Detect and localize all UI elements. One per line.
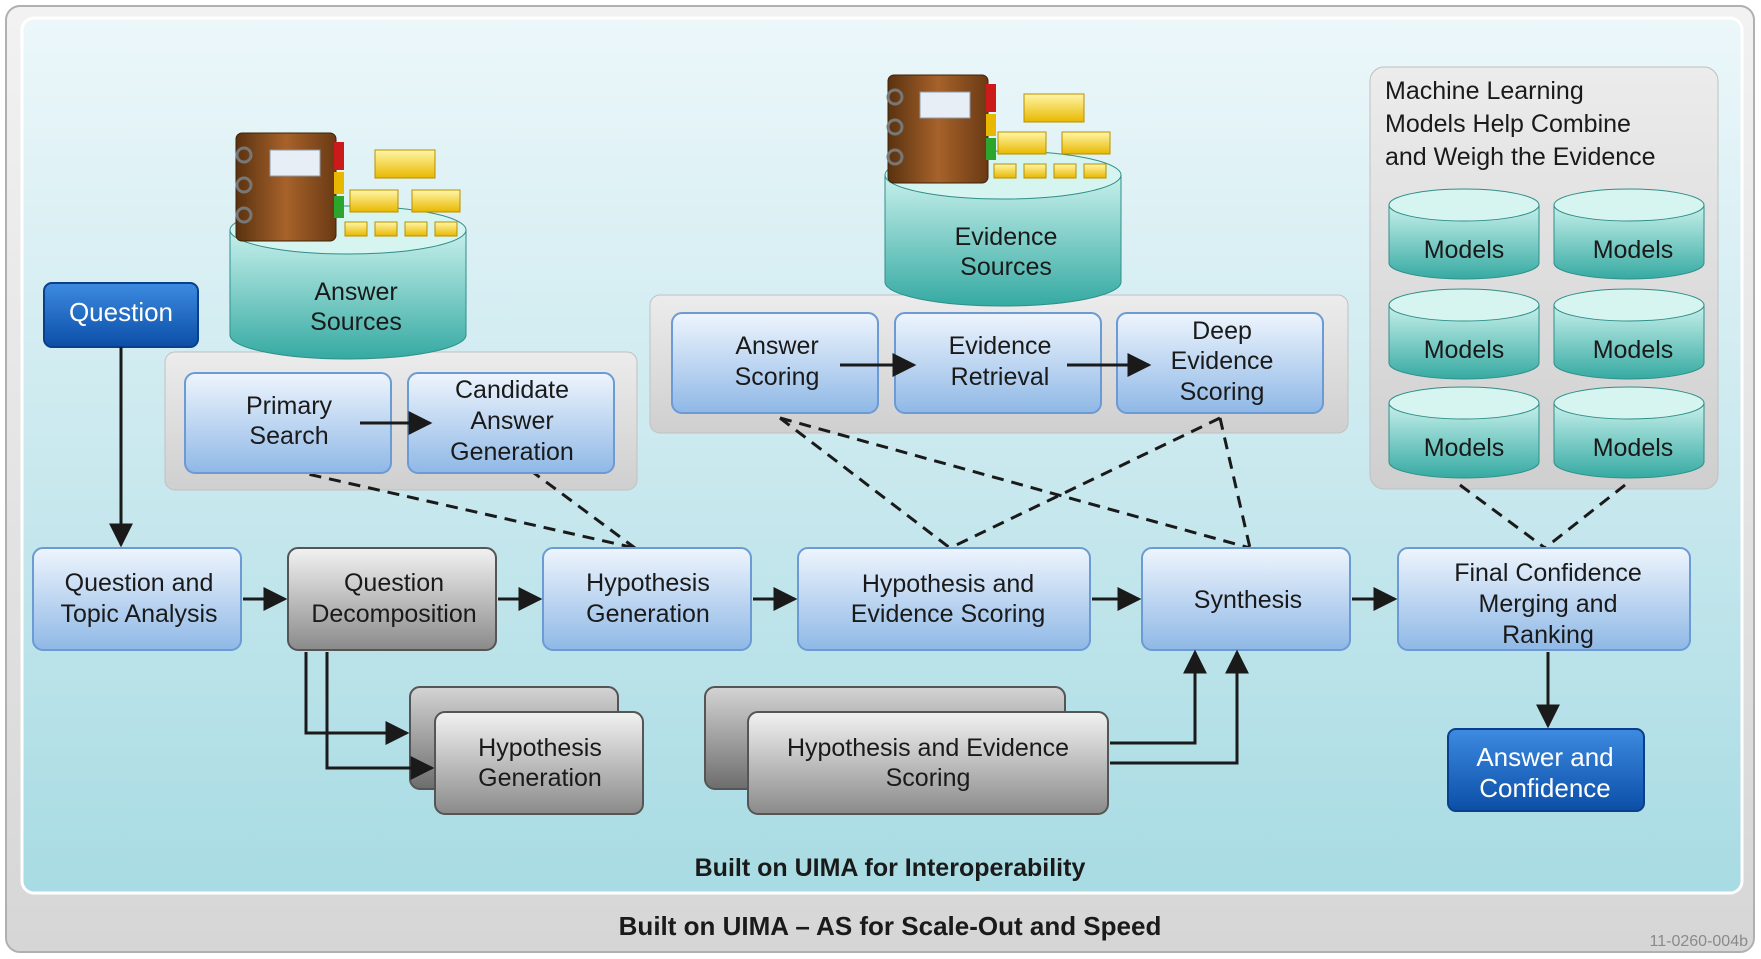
question-label: Question (69, 297, 173, 327)
evidence-retrieval-line-2: Retrieval (951, 363, 1050, 391)
question-topic-analysis-box: Question and Topic Analysis (32, 547, 242, 651)
hypothesis-generation-stack: Hypothesis Generation (409, 686, 644, 815)
answer-confidence-box: Answer and Confidence (1447, 728, 1645, 812)
arrow (304, 652, 410, 745)
ml-caption-line-2: Models Help Combine (1385, 110, 1631, 138)
synthesis-box: Synthesis (1141, 547, 1351, 651)
models-cylinder: Models (1553, 188, 1705, 280)
models-label: Models (1424, 434, 1505, 462)
flow-arrows (109, 347, 1560, 780)
models-cylinder: Models (1388, 386, 1540, 479)
question-decomposition-box: Question Decomposition (287, 547, 497, 651)
book-icon (886, 74, 996, 184)
models-label: Models (1424, 336, 1505, 364)
deep-evidence-line-2: Evidence (1171, 347, 1274, 375)
outer-footer: Built on UIMA – AS for Scale-Out and Spe… (619, 911, 1162, 941)
evidence-sources-line-1: Evidence (955, 223, 1058, 251)
ml-caption-line-1: Machine Learning (1385, 77, 1584, 105)
answer-sources-line-2: Sources (310, 308, 402, 336)
answer-scoring-box: Answer Scoring (671, 312, 879, 414)
figure-id: 11-0260-004b (1650, 933, 1749, 950)
deep-evidence-line-1: Deep (1192, 317, 1252, 345)
org-chart-icon (993, 93, 1111, 179)
hg-line-2: Generation (586, 600, 710, 628)
evidence-retrieval-line-1: Evidence (949, 332, 1052, 360)
hes-stack-line-1: Hypothesis and Evidence (787, 734, 1069, 762)
inner-footer: Built on UIMA for Interoperability (695, 854, 1086, 882)
deep-evidence-scoring-box: Deep Evidence Scoring (1116, 312, 1324, 414)
dashed-connectors (289, 416, 1626, 550)
candidate-answer-generation-box: Candidate Answer Generation (407, 372, 615, 474)
qta-line-1: Question and (65, 569, 214, 597)
models-tray (1369, 66, 1719, 490)
hypothesis-evidence-scoring-stack: Hypothesis and Evidence Scoring (704, 686, 1109, 815)
qd-line-2: Decomposition (311, 600, 476, 628)
answer-sources-line-1: Answer (314, 278, 397, 306)
answer-scoring-line-1: Answer (735, 332, 818, 360)
candidate-line-3: Generation (450, 438, 574, 466)
fc-line-1: Final Confidence (1454, 559, 1642, 587)
models-cylinder: Models (1553, 288, 1705, 380)
primary-search-line-1: Primary (246, 392, 333, 420)
deep-evidence-line-3: Scoring (1180, 378, 1265, 406)
qd-line-1: Question (344, 569, 444, 597)
primary-search-line-2: Search (249, 422, 328, 450)
models-cylinder: Models (1388, 288, 1540, 380)
models-label: Models (1424, 236, 1505, 264)
qta-line-2: Topic Analysis (60, 600, 217, 628)
models-label: Models (1593, 434, 1674, 462)
models-cylinder: Models (1388, 188, 1540, 280)
models-label: Models (1593, 336, 1674, 364)
arrow (1110, 649, 1207, 745)
models-label: Models (1593, 236, 1674, 264)
hes-line-1: Hypothesis and (862, 570, 1034, 598)
ac-line-1: Answer and (1476, 742, 1613, 772)
ml-caption-line-3: and Weigh the Evidence (1385, 143, 1656, 171)
fc-line-3: Ranking (1502, 621, 1594, 649)
question-box: Question (43, 282, 199, 348)
hypothesis-evidence-scoring-box: Hypothesis and Evidence Scoring (797, 547, 1091, 651)
arrow (1110, 649, 1249, 765)
synthesis-label: Synthesis (1194, 586, 1302, 614)
answer-scoring-line-2: Scoring (735, 363, 820, 391)
fc-line-2: Merging and (1479, 590, 1618, 618)
models-cylinder: Models (1553, 386, 1705, 479)
hg-stack-line-1: Hypothesis (478, 734, 602, 762)
book-icon (235, 132, 344, 242)
hes-stack-line-2: Scoring (886, 764, 971, 792)
candidate-line-2: Answer (470, 407, 553, 435)
evidence-retrieval-box: Evidence Retrieval (894, 312, 1102, 414)
arrow (325, 652, 435, 780)
candidate-line-1: Candidate (455, 376, 569, 404)
ac-line-2: Confidence (1479, 773, 1611, 803)
hg-line-1: Hypothesis (586, 569, 710, 597)
hes-line-2: Evidence Scoring (851, 600, 1046, 628)
evidence-sources-line-2: Sources (960, 253, 1052, 281)
hypothesis-generation-box: Hypothesis Generation (542, 547, 752, 651)
org-chart-icon (344, 149, 461, 237)
final-confidence-box: Final Confidence Merging and Ranking (1397, 547, 1691, 651)
hg-stack-line-2: Generation (478, 764, 602, 792)
